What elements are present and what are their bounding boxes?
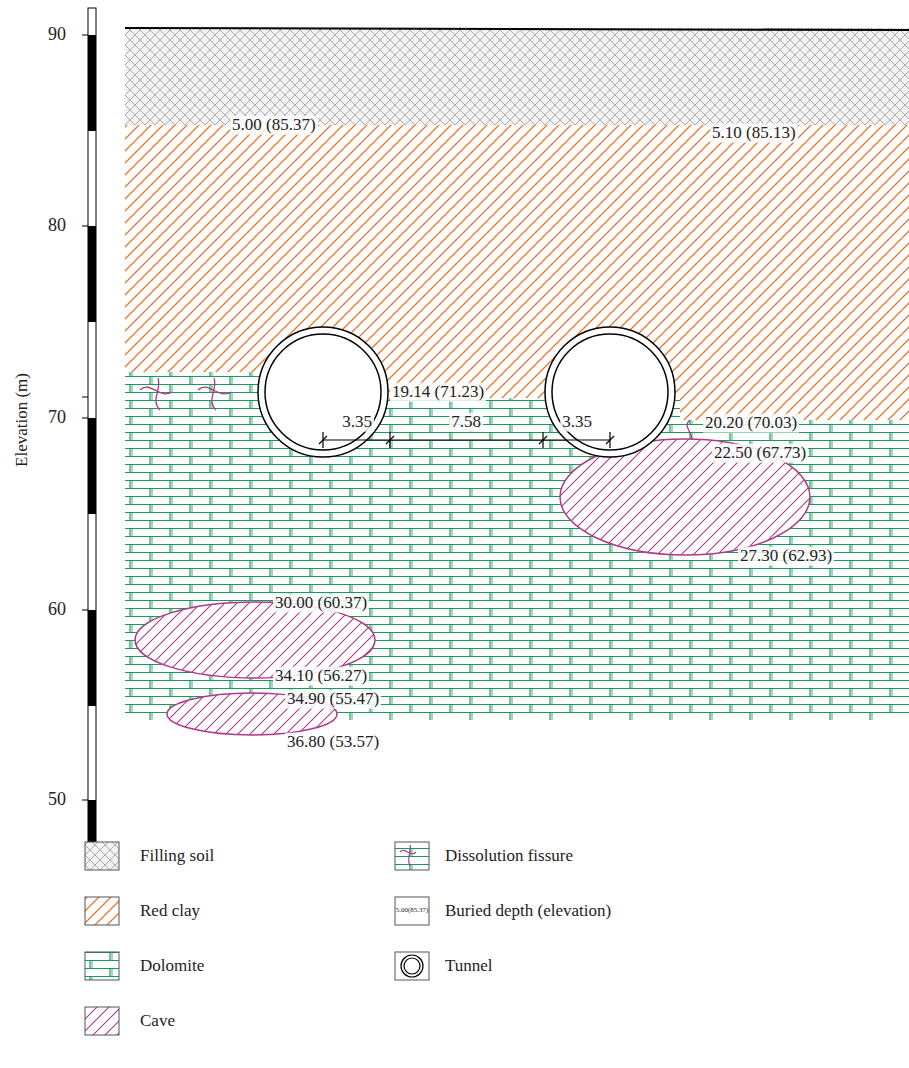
legend-text: Buried depth (elevation) <box>445 902 611 921</box>
dimension-line <box>319 432 614 448</box>
legend-text: Filling soil <box>140 847 214 866</box>
axis-tick: 90 <box>48 25 66 45</box>
legend-text: Dolomite <box>140 957 204 976</box>
legend-text: Red clay <box>140 902 200 921</box>
depth-label: 20.20 (70.03) <box>703 414 799 433</box>
axis-tick: 70 <box>48 408 66 428</box>
tunnel <box>258 327 675 457</box>
filling-soil <box>125 28 909 126</box>
scale-bar <box>82 8 96 845</box>
dimension-value: 7.58 <box>449 413 483 432</box>
ground-line <box>125 28 909 30</box>
axis-tick: 80 <box>48 216 66 236</box>
legend-text: Dissolution fissure <box>445 847 573 866</box>
axis-title: Elevation (m) <box>13 373 32 467</box>
axis-tick: 60 <box>48 600 66 620</box>
depth-label: 34.10 (56.27) <box>273 667 369 686</box>
legend-swatch <box>85 842 429 1035</box>
depth-label: 5.00 (85.37) <box>230 116 318 135</box>
depth-label: 5.10 (85.13) <box>710 124 798 143</box>
legend-sample-text: 5.00(85.37) <box>396 907 429 915</box>
legend-text: Cave <box>140 1012 175 1031</box>
dimension-value: 3.35 <box>340 413 374 432</box>
legend-fissure-mark <box>400 845 416 866</box>
depth-label: 36.80 (53.57) <box>285 733 381 752</box>
legend-tunnel-mark <box>401 955 423 977</box>
depth-label: 27.30 (62.93) <box>738 547 834 566</box>
depth-label: 30.00 (60.37) <box>273 594 369 613</box>
depth-label: 22.50 (67.73) <box>712 444 808 463</box>
legend-text: Tunnel <box>445 957 493 976</box>
dimension-value: 3.35 <box>560 413 594 432</box>
depth-label: 34.90 (55.47) <box>285 690 381 709</box>
axis-tick: 50 <box>48 790 66 810</box>
cave <box>135 439 810 735</box>
depth-label: 19.14 (71.23) <box>390 383 486 402</box>
dolomite <box>125 372 909 720</box>
